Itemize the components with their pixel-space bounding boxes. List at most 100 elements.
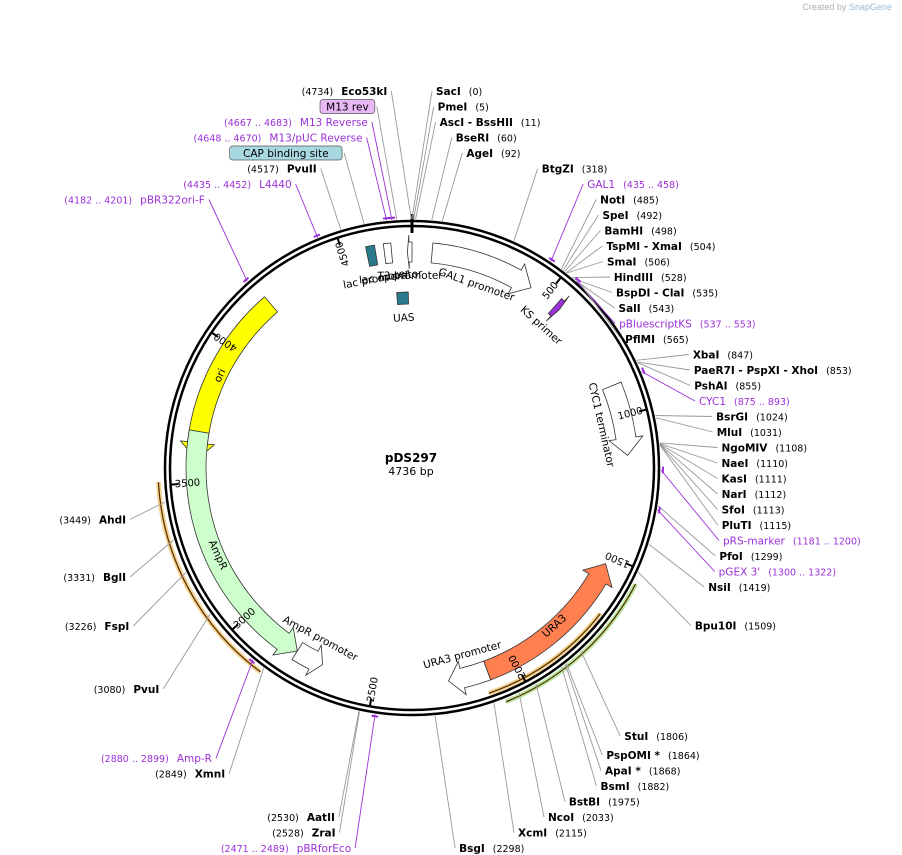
site-bsmi[interactable]: BsmI(1882) xyxy=(561,666,670,793)
site-naei[interactable]: NaeI(1110) xyxy=(659,443,788,470)
site-name: PflMI xyxy=(625,334,655,346)
site-m13-rev[interactable]: M13 rev xyxy=(319,99,398,220)
site-nsii[interactable]: NsiI(1419) xyxy=(648,544,770,594)
site-text: SpeI(492) xyxy=(602,210,662,222)
site-noti[interactable]: NotI(485) xyxy=(560,195,659,270)
site-text: MluI(1031) xyxy=(717,427,782,439)
feature-ks-primer[interactable]: KS primer xyxy=(518,295,570,348)
site-paer7i-pspxi-xhoi[interactable]: PaeR7I - PspXI - XhoI(853) xyxy=(637,361,852,377)
site-text: Bpu10I(1509) xyxy=(695,621,776,633)
site-l4440[interactable]: (4435 .. 4452)L4440 xyxy=(183,179,321,238)
site-name: FspI xyxy=(104,621,129,633)
site-name: PaeR7I - PspXI - XhoI xyxy=(694,365,818,377)
site-hindiii[interactable]: HindIII(528) xyxy=(572,272,687,284)
site-ngomiv[interactable]: NgoMIV(1108) xyxy=(659,442,807,455)
site-name: CYC1 xyxy=(699,396,726,408)
site-leader xyxy=(129,539,174,578)
site-name: M13 Reverse xyxy=(300,117,368,129)
primer-mark xyxy=(574,276,582,283)
site-xcmi[interactable]: XcmI(2115) xyxy=(493,703,587,840)
feature-t3-promoter[interactable]: T3 promoter xyxy=(376,234,443,282)
site-bpu10i[interactable]: Bpu10I(1509) xyxy=(637,571,776,633)
site-stui[interactable]: StuI(1806) xyxy=(580,650,688,743)
site-gal1[interactable]: GAL1(435 .. 458) xyxy=(548,179,679,263)
site-leader xyxy=(576,280,615,309)
orf-ampr-orf xyxy=(155,481,262,674)
site-smai[interactable]: SmaI(506) xyxy=(566,257,670,274)
feature-uas[interactable]: UAS xyxy=(393,291,415,325)
site-pbrforeco[interactable]: (2471 .. 2489)pBRforEco xyxy=(221,714,379,855)
site-kasi[interactable]: KasI(1111) xyxy=(659,443,787,486)
site-position: (3080) xyxy=(94,685,126,696)
site-text: BsrGI(1024) xyxy=(716,412,788,424)
site-asci-bsshii[interactable]: AscI - BssHII(11) xyxy=(415,117,541,220)
feature-cyc1-terminator[interactable]: CYC1 terminator xyxy=(586,381,644,469)
feature-shape xyxy=(291,641,323,677)
site-pshai[interactable]: PshAI(855) xyxy=(637,362,761,393)
site-prs-marker[interactable]: pRS-marker(1181 .. 1200) xyxy=(660,466,861,548)
site-pspomi-[interactable]: PspOMI *(1864) xyxy=(565,663,700,762)
site-position: (3449) xyxy=(59,515,91,526)
site-eco53ki[interactable]: (4734)Eco53kI xyxy=(302,86,412,220)
site-leader xyxy=(550,183,584,262)
site-m13-reverse[interactable]: (4667 .. 4683)M13 Reverse xyxy=(224,117,396,220)
tick-4500: 4500 xyxy=(334,237,352,268)
site-pvui[interactable]: (3080)PvuI xyxy=(94,613,211,696)
site-bgli[interactable]: (3331)BglI xyxy=(63,539,174,584)
site-aatii[interactable]: (2530)AatII xyxy=(267,711,360,824)
site-pbr322ori-f[interactable]: (4182 .. 4201)pBR322ori-F xyxy=(64,195,250,283)
sites-layer: (4734)Eco53kI SacI(0) PmeI(5)AscI - BssHII… xyxy=(59,86,860,855)
site-text: BtgZI(318) xyxy=(542,164,608,176)
site-leader xyxy=(518,692,545,818)
feature-gal1-promoter[interactable]: GAL1 promoter xyxy=(430,242,532,304)
site-bseri[interactable]: BseRI(60) xyxy=(431,133,517,220)
site-xmni[interactable]: (2849)XmnI xyxy=(155,667,265,781)
site-leader xyxy=(129,501,166,520)
site-bamhi[interactable]: BamHI(498) xyxy=(564,226,677,272)
site-ncoi[interactable]: NcoI(2033) xyxy=(518,692,614,824)
site-sfoi[interactable]: SfoI(1113) xyxy=(659,444,785,517)
site-text: (4182 .. 4201)pBR322ori-F xyxy=(64,195,205,207)
site-leader xyxy=(441,152,463,222)
site-cyc1[interactable]: CYC1(875 .. 893) xyxy=(641,367,790,408)
site-name: XbaI xyxy=(693,350,720,362)
site-position: (1110) xyxy=(756,459,788,470)
site-apai-[interactable]: ApaI *(1868) xyxy=(564,664,680,778)
site-pfoi[interactable]: PfoI(1299) xyxy=(657,505,782,563)
site-nari[interactable]: NarI(1112) xyxy=(659,443,787,501)
site-cap-binding-site[interactable]: CAP binding site xyxy=(229,145,365,224)
site-saci[interactable]: SacI(0) xyxy=(411,86,482,220)
site-bsgi[interactable]: BsgI(2298) xyxy=(434,715,524,855)
site-ahdi[interactable]: (3449)AhdI xyxy=(59,501,166,526)
site-agei[interactable]: AgeI(92) xyxy=(441,148,521,222)
site-pluti[interactable]: PluTI(1115) xyxy=(659,444,791,532)
site-position: (1112) xyxy=(755,490,787,501)
site-sali[interactable]: SalI(543) xyxy=(576,280,674,315)
site-amp-r[interactable]: (2880 .. 2899)Amp-R xyxy=(101,658,255,765)
site-pmei[interactable]: PmeI(5) xyxy=(413,102,489,220)
site-text: (3080)PvuI xyxy=(94,684,160,696)
site-tspmi-xmai[interactable]: TspMI - XmaI(504) xyxy=(566,241,715,273)
site-m13-puc-reverse[interactable]: (4648 .. 4670)M13/pUC Reverse xyxy=(194,133,390,221)
site-pflmi[interactable]: PflMI(565) xyxy=(581,285,689,346)
site-name: SalI xyxy=(619,303,641,315)
site-position: (528) xyxy=(661,273,687,284)
site-text: SacI(0) xyxy=(436,86,482,98)
plasmid-name: pDS297 xyxy=(385,451,437,465)
site-spei[interactable]: SpeI(492) xyxy=(562,210,662,271)
site-name: NgoMIV xyxy=(721,443,768,455)
site-bsrgi[interactable]: BsrGI(1024) xyxy=(655,412,788,424)
site-zrai[interactable]: (2528)ZraI xyxy=(272,711,360,840)
site-text: NgoMIV(1108) xyxy=(721,443,807,455)
site-text: (4435 .. 4452)L4440 xyxy=(183,179,291,191)
site-fspi[interactable]: (3226)FspI xyxy=(65,572,187,633)
feature-ampr[interactable]: AmpR xyxy=(185,429,298,656)
site-name: NcoI xyxy=(548,812,574,824)
site-leader xyxy=(320,168,342,230)
site-mlui[interactable]: MluI(1031) xyxy=(655,417,782,439)
site-pvuii[interactable]: (4517)PvuII xyxy=(247,164,342,230)
site-btgzi[interactable]: BtgZI(318) xyxy=(513,164,608,241)
site-pgex-3-[interactable]: pGEX 3'(1300 .. 1322) xyxy=(657,506,837,579)
site-xbai[interactable]: XbaI(847) xyxy=(636,350,753,362)
site-bstbi[interactable]: BstBI(1975) xyxy=(535,683,640,809)
